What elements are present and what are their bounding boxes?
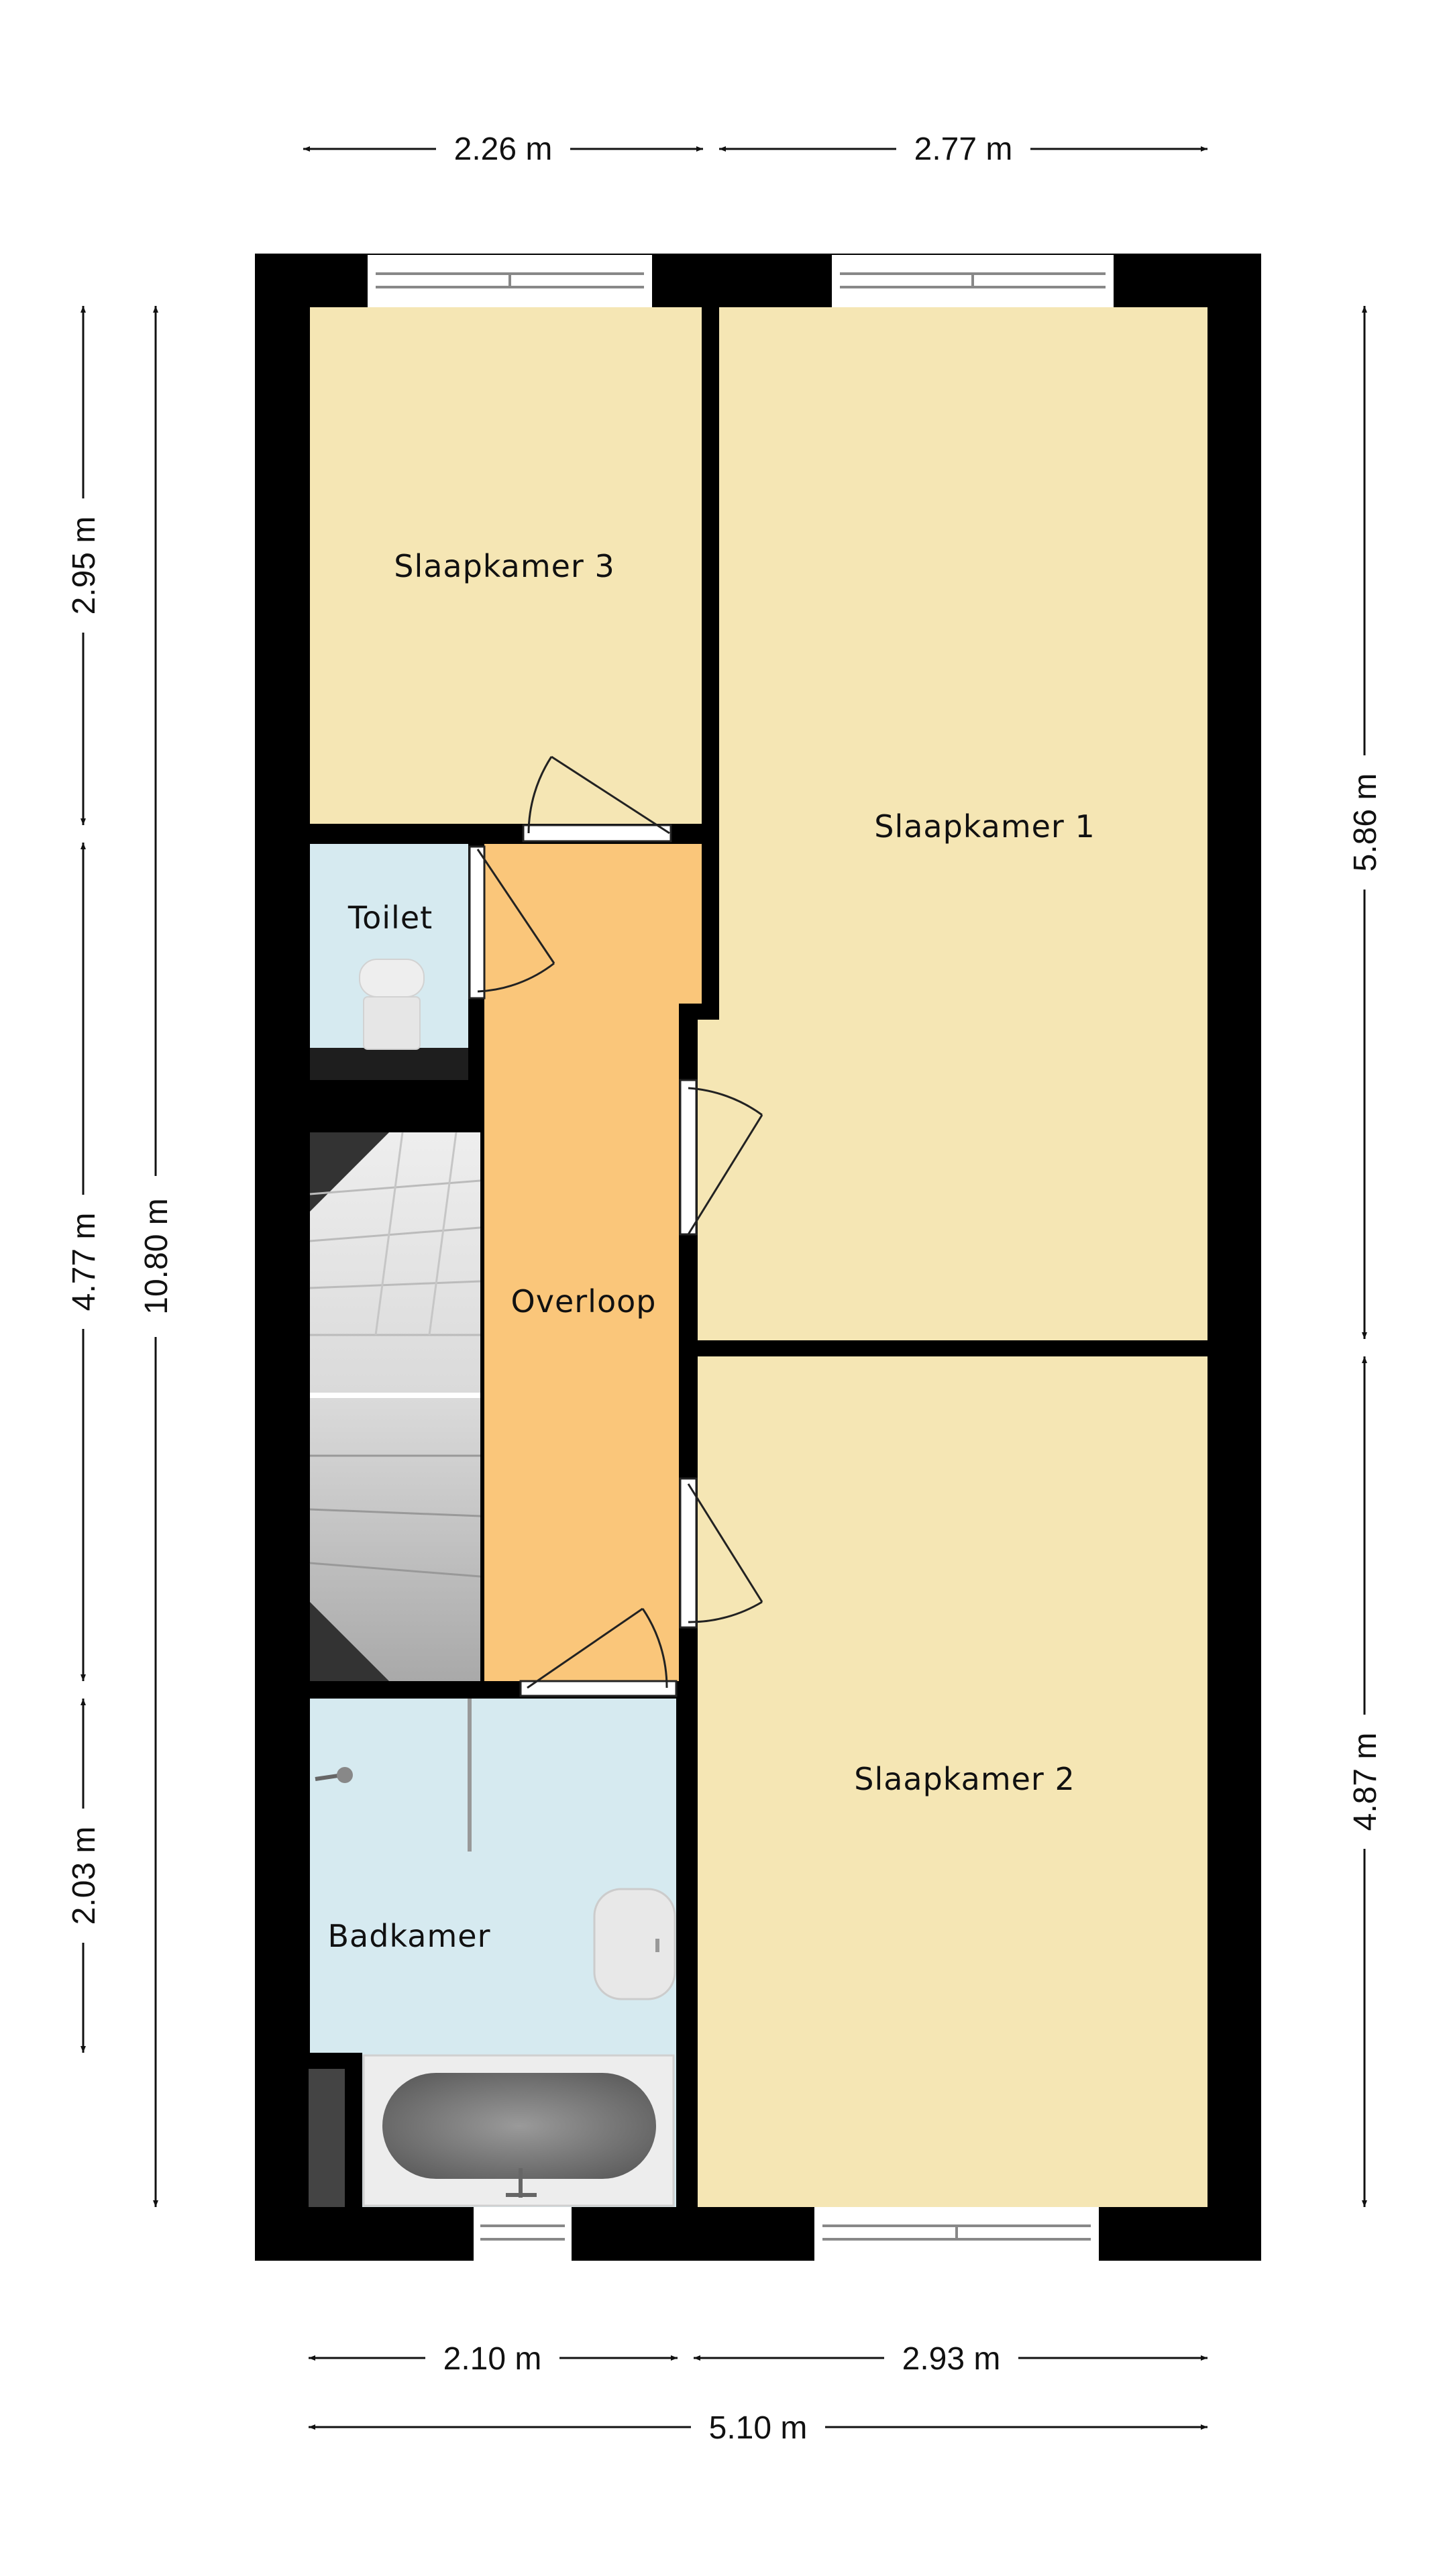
dim-label-bottom-left: 2.10 m — [425, 2338, 559, 2378]
staircase — [309, 1132, 481, 1681]
svg-text:4.87 m: 4.87 m — [1348, 1733, 1383, 1831]
room-slaapkamer-3 — [310, 307, 702, 824]
window-top-right — [832, 255, 1114, 307]
room-label-slaapkamer-3: Slaapkamer 3 — [394, 548, 615, 584]
room-slaapkamer-1-notch — [698, 1020, 724, 1340]
svg-text:2.93 m: 2.93 m — [902, 2341, 1001, 2377]
door-slaapkamer-1 — [679, 1079, 763, 1236]
shower-icon — [315, 1699, 472, 1851]
svg-text:5.86 m: 5.86 m — [1348, 773, 1383, 872]
dim-label-right-2: 4.87 m — [1342, 1715, 1387, 1849]
door-slaapkamer-2 — [679, 1477, 763, 1629]
dim-label-top-right: 2.77 m — [896, 129, 1030, 169]
room-label-slaapkamer-1: Slaapkamer 1 — [874, 808, 1095, 845]
door-slaapkamer-3 — [522, 755, 672, 843]
svg-text:10.80 m: 10.80 m — [139, 1198, 174, 1314]
door-toilet — [468, 845, 555, 1000]
svg-text:2.10 m: 2.10 m — [443, 2341, 542, 2377]
dim-label-left-3: 2.03 m — [60, 1809, 106, 1943]
dim-label-left-2: 4.77 m — [60, 1195, 106, 1329]
svg-text:4.77 m: 4.77 m — [66, 1213, 102, 1311]
room-label-overloop: Overloop — [511, 1283, 657, 1320]
svg-text:5.10 m: 5.10 m — [709, 2410, 808, 2446]
window-bottom-right — [814, 2207, 1099, 2261]
room-label-toilet: Toilet — [347, 900, 433, 936]
radiator-icon — [309, 2069, 345, 2207]
bathtub-icon — [362, 2054, 675, 2207]
svg-text:2.26 m: 2.26 m — [454, 131, 553, 167]
toilet-wall-cabinet — [310, 1048, 468, 1080]
svg-text:2.95 m: 2.95 m — [66, 517, 102, 615]
room-label-badkamer: Badkamer — [328, 1918, 491, 1954]
dim-label-left-1: 2.95 m — [60, 498, 106, 633]
svg-text:2.77 m: 2.77 m — [914, 131, 1013, 167]
dim-label-bottom-total: 5.10 m — [691, 2407, 825, 2447]
toilet-bowl-icon — [359, 959, 425, 1050]
door-badkamer — [519, 1607, 678, 1697]
svg-text:2.03 m: 2.03 m — [66, 1827, 102, 1925]
room-slaapkamer-2 — [698, 1356, 1208, 2207]
sink-icon — [593, 1888, 676, 2000]
window-top-left — [368, 255, 652, 307]
dim-label-top-left: 2.26 m — [436, 129, 570, 169]
dim-label-bottom-right: 2.93 m — [884, 2338, 1018, 2378]
room-label-slaapkamer-2: Slaapkamer 2 — [854, 1761, 1075, 1797]
window-bottom-left — [474, 2207, 572, 2261]
dim-label-right-1: 5.86 m — [1342, 755, 1387, 890]
room-slaapkamer-1 — [719, 307, 1208, 1340]
dim-label-left-total: 10.80 m — [133, 1176, 178, 1337]
room-overloop — [484, 844, 702, 1681]
